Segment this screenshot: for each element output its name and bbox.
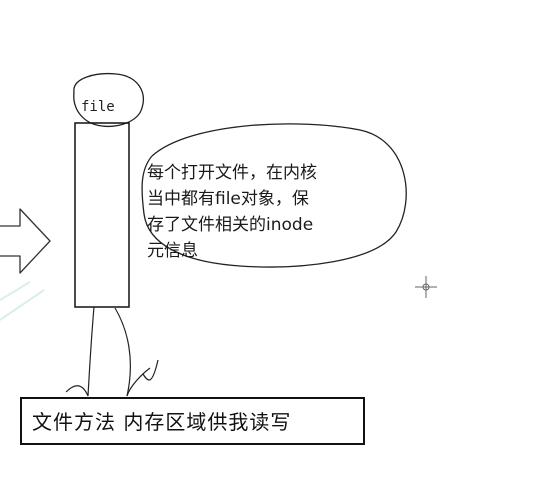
file-label-circle — [73, 72, 144, 128]
left-arrow-shape — [0, 208, 51, 274]
note-line-2: 当中都有file对象，保 — [147, 189, 309, 209]
file-label: file — [81, 99, 115, 115]
caption-text: 文件方法 内存区域供我读写 — [32, 410, 291, 434]
file-object-box — [74, 122, 130, 308]
caption-box — [20, 397, 365, 445]
note-line-3: 存了文件相关的inode — [147, 215, 313, 235]
note-text: 每个打开文件，在内核 当中都有file对象，保 存了文件相关的inode 元信息 — [147, 163, 317, 261]
note-ellipse — [141, 123, 407, 268]
crosshair-cursor-icon — [415, 276, 437, 298]
note-line-1: 每个打开文件，在内核 — [147, 163, 317, 183]
connector-strokes — [65, 306, 159, 397]
faint-highlight-strokes — [0, 281, 45, 321]
note-line-4: 元信息 — [147, 241, 198, 261]
